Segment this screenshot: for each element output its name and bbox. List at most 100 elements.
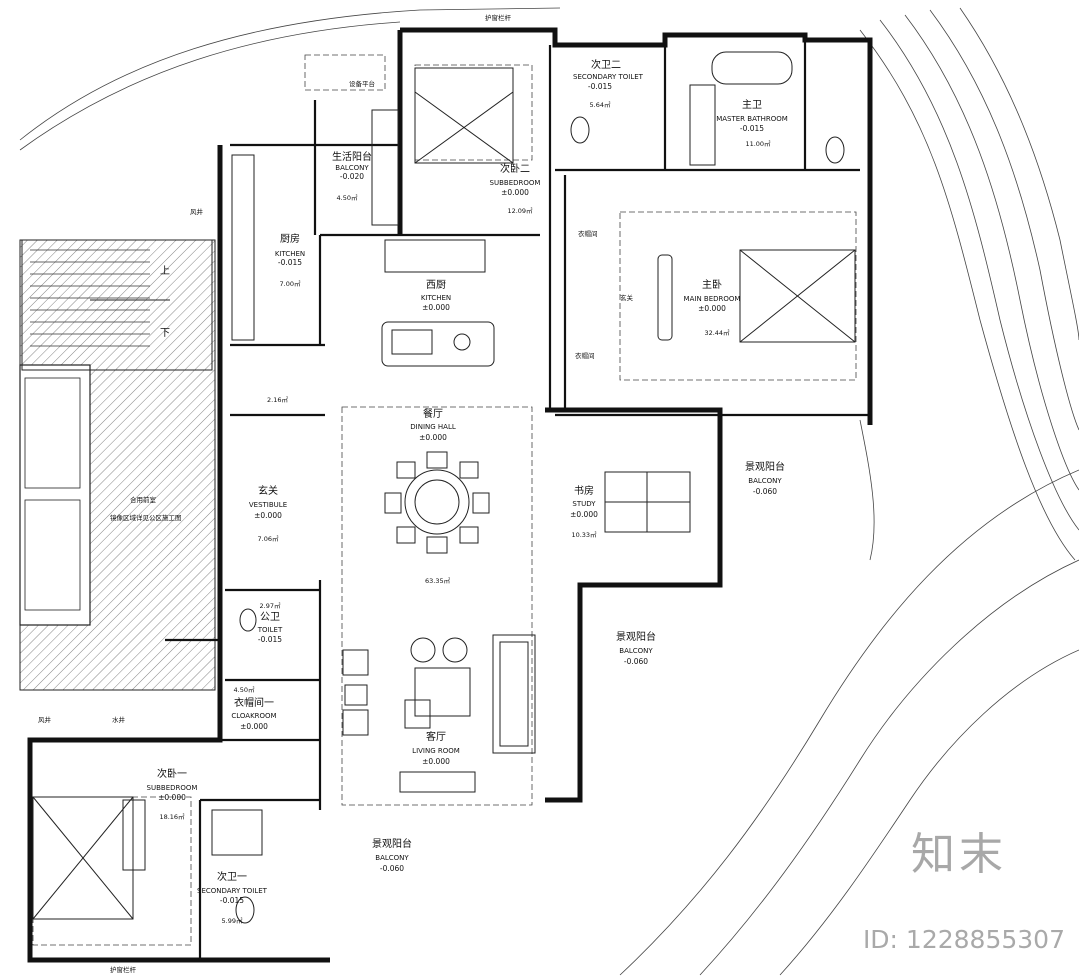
room-living-room: 客厅 LIVING ROOM ±0.000 bbox=[412, 730, 460, 766]
room-study: 书房 STUDY ±0.000 10.33㎡ bbox=[570, 484, 598, 539]
svg-text:±0.000: ±0.000 bbox=[419, 433, 447, 442]
svg-text:±0.000: ±0.000 bbox=[570, 510, 598, 519]
svg-text:-0.015: -0.015 bbox=[220, 896, 244, 905]
svg-text:±0.000: ±0.000 bbox=[158, 793, 186, 802]
stair-up-label: 上 bbox=[160, 265, 170, 277]
interior-walls bbox=[30, 40, 870, 960]
svg-text:次卧一: 次卧一 bbox=[157, 767, 187, 780]
svg-text:SECONDARY TOILET: SECONDARY TOILET bbox=[197, 887, 268, 895]
svg-text:-0.060: -0.060 bbox=[380, 864, 404, 873]
svg-text:7.00㎡: 7.00㎡ bbox=[280, 279, 301, 288]
wind-shaft-label: 风井 bbox=[38, 715, 52, 724]
svg-text:5.99㎡: 5.99㎡ bbox=[222, 916, 243, 925]
closet-label: 衣帽间 bbox=[578, 229, 598, 238]
svg-text:STUDY: STUDY bbox=[572, 500, 596, 508]
watermark-logo: 知末 bbox=[911, 829, 1007, 880]
furniture bbox=[32, 51, 856, 924]
dining-area-label: 63.35㎡ bbox=[425, 576, 451, 585]
room-secondary-toilet-2: 次卫二 SECONDARY TOILET -0.015 5.64㎡ bbox=[573, 58, 644, 109]
rail-label: 护窗栏杆 bbox=[110, 965, 137, 974]
room-western-kitchen: 西厨 KITCHEN ±0.000 bbox=[421, 279, 451, 312]
svg-text:±0.000: ±0.000 bbox=[501, 188, 529, 197]
public-area-label: 合用前室 bbox=[130, 495, 157, 504]
exterior-walls bbox=[27, 27, 873, 963]
svg-text:景观阳台: 景观阳台 bbox=[372, 837, 412, 850]
landscape-contours bbox=[19, 7, 1079, 976]
svg-text:18.16㎡: 18.16㎡ bbox=[159, 812, 185, 821]
svg-text:VESTIBULE: VESTIBULE bbox=[249, 501, 287, 509]
svg-text:主卫: 主卫 bbox=[742, 99, 762, 111]
rail-label: 护窗栏杆 bbox=[485, 13, 512, 22]
svg-text:BALCONY: BALCONY bbox=[619, 647, 653, 655]
closet-label: 衣帽间 bbox=[575, 351, 595, 360]
svg-text:次卫二: 次卫二 bbox=[591, 58, 621, 71]
svg-text:BALCONY: BALCONY bbox=[375, 854, 409, 862]
room-balcony-north: 生活阳台 BALCONY -0.020 4.50㎡ bbox=[332, 150, 372, 202]
svg-text:32.44㎡: 32.44㎡ bbox=[704, 328, 730, 337]
svg-text:2.97㎡: 2.97㎡ bbox=[260, 601, 281, 610]
room-master-bedroom: 主卧 MAIN BEDROOM ±0.000 32.44㎡ bbox=[684, 278, 741, 337]
svg-text:4.50㎡: 4.50㎡ bbox=[234, 685, 255, 694]
svg-text:±0.000: ±0.000 bbox=[240, 722, 268, 731]
room-balcony-south: 景观阳台 BALCONY -0.060 bbox=[372, 837, 412, 873]
svg-text:生活阳台: 生活阳台 bbox=[332, 150, 372, 163]
svg-text:TOILET: TOILET bbox=[257, 626, 283, 634]
room-secondary-bedroom-2: 次卧二 SUBBEDROOM ±0.000 12.09㎡ bbox=[490, 162, 541, 215]
svg-text:衣帽间一: 衣帽间一 bbox=[234, 696, 274, 709]
svg-text:10.33㎡: 10.33㎡ bbox=[571, 530, 597, 539]
svg-text:次卧二: 次卧二 bbox=[500, 162, 530, 175]
dining-living-zone bbox=[32, 54, 857, 946]
svg-text:BALCONY: BALCONY bbox=[335, 164, 369, 172]
svg-text:厨房: 厨房 bbox=[280, 232, 300, 245]
master-bed bbox=[739, 249, 856, 343]
svg-text:-0.015: -0.015 bbox=[258, 635, 282, 644]
svg-text:景观阳台: 景观阳台 bbox=[745, 460, 785, 473]
svg-text:-0.015: -0.015 bbox=[278, 258, 302, 267]
svg-text:MASTER BATHROOM: MASTER BATHROOM bbox=[716, 115, 788, 123]
svg-text:KITCHEN: KITCHEN bbox=[275, 250, 305, 258]
annotations: 上 下 风井 风井 水井 衣帽间 衣帽间 玄关 合用前室 镜像区域详见公区施工图… bbox=[38, 13, 634, 974]
dining-table bbox=[404, 469, 470, 535]
room-secondary-toilet-1: 次卫一 SECONDARY TOILET -0.015 5.99㎡ bbox=[197, 870, 268, 925]
room-secondary-bedroom-1: 次卧一 SUBBEDROOM ±0.000 18.16㎡ bbox=[147, 767, 198, 821]
room-master-bathroom: 主卫 MASTER BATHROOM -0.015 11.00㎡ bbox=[716, 99, 788, 148]
niche-area-label: 2.16㎡ bbox=[267, 395, 288, 404]
svg-text:-0.060: -0.060 bbox=[753, 487, 777, 496]
room-public-toilet: 2.97㎡ 公卫 TOILET -0.015 bbox=[257, 601, 283, 644]
svg-text:西厨: 西厨 bbox=[426, 279, 446, 291]
svg-text:KITCHEN: KITCHEN bbox=[421, 294, 451, 302]
svg-text:餐厅: 餐厅 bbox=[423, 407, 443, 420]
svg-text:-0.015: -0.015 bbox=[588, 82, 612, 91]
svg-text:次卫一: 次卫一 bbox=[217, 870, 247, 883]
svg-text:11.00㎡: 11.00㎡ bbox=[745, 139, 771, 148]
room-dining-hall: 餐厅 DINING HALL ±0.000 bbox=[410, 407, 456, 442]
bed-1 bbox=[32, 796, 134, 920]
ac-platform-label: 设备平台 bbox=[349, 79, 375, 88]
sofa bbox=[492, 634, 536, 754]
stair-down-label: 下 bbox=[160, 328, 170, 339]
svg-text:MAIN BEDROOM: MAIN BEDROOM bbox=[684, 295, 741, 303]
room-labels: 生活阳台 BALCONY -0.020 4.50㎡ 厨房 KITCHEN -0.… bbox=[147, 58, 788, 925]
public-core bbox=[19, 239, 216, 691]
svg-text:玄关: 玄关 bbox=[258, 484, 278, 497]
svg-text:SUBBEDROOM: SUBBEDROOM bbox=[490, 179, 541, 187]
svg-text:DINING HALL: DINING HALL bbox=[410, 423, 456, 431]
svg-text:5.64㎡: 5.64㎡ bbox=[590, 100, 611, 109]
water-shaft-label: 水井 bbox=[112, 715, 126, 724]
svg-text:±0.000: ±0.000 bbox=[254, 511, 282, 520]
svg-text:±0.000: ±0.000 bbox=[698, 304, 726, 313]
svg-text:书房: 书房 bbox=[574, 484, 594, 497]
svg-text:4.50㎡: 4.50㎡ bbox=[337, 193, 358, 202]
svg-text:CLOAKROOM: CLOAKROOM bbox=[231, 712, 276, 720]
room-cloakroom: 4.50㎡ 衣帽间一 CLOAKROOM ±0.000 bbox=[231, 685, 276, 731]
svg-text:客厅: 客厅 bbox=[426, 730, 446, 743]
svg-text:12.09㎡: 12.09㎡ bbox=[507, 206, 533, 215]
svg-text:主卧: 主卧 bbox=[702, 278, 722, 291]
svg-text:±0.000: ±0.000 bbox=[422, 303, 450, 312]
room-balcony-east: 景观阳台 BALCONY -0.060 bbox=[745, 460, 785, 496]
public-note-label: 镜像区域详见公区施工图 bbox=[110, 513, 182, 522]
room-vestibule: 玄关 VESTIBULE ±0.000 7.06㎡ bbox=[249, 484, 287, 543]
svg-text:-0.060: -0.060 bbox=[624, 657, 648, 666]
bathtub bbox=[711, 51, 793, 85]
